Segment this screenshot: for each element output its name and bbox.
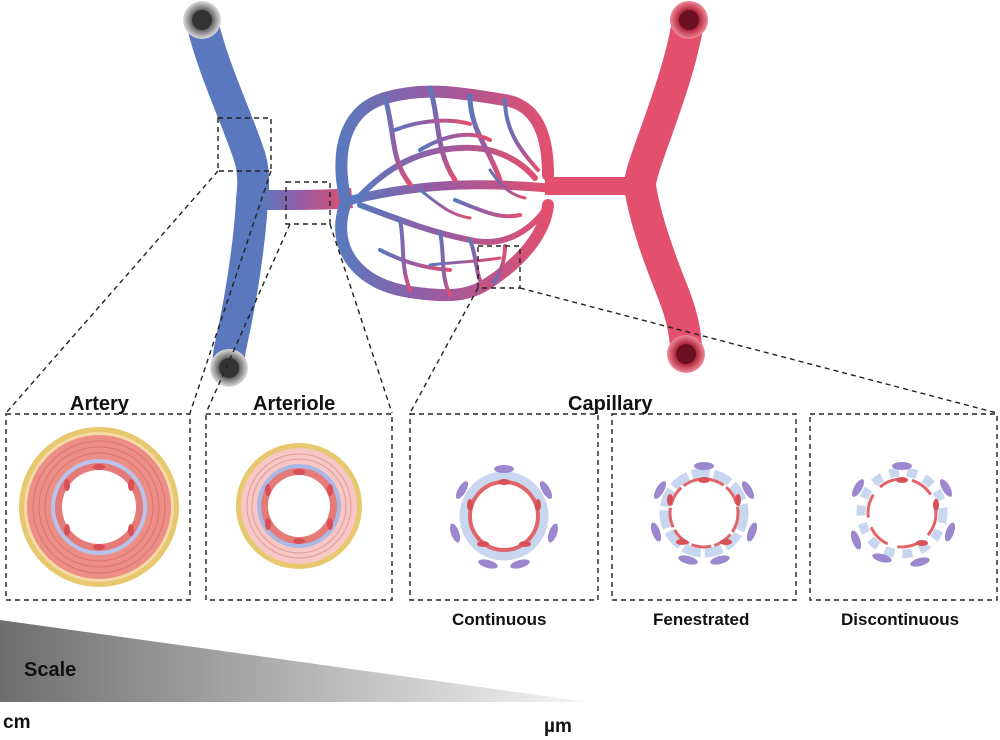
discontinuous-capillary-cross-section: [850, 462, 956, 567]
right-vessel-upper: [624, 6, 704, 202]
capillary-zoom-box: [477, 245, 521, 289]
cross-section-panels: [5, 413, 998, 601]
capillary-network: [335, 85, 554, 302]
left-vessel-upper: [186, 6, 270, 216]
fenestrated-panel: [611, 413, 797, 601]
artery-panel: [5, 413, 191, 601]
continuous-panel: [409, 413, 599, 601]
vessel-tree: [183, 1, 708, 387]
arteriole-branch: [261, 188, 353, 210]
artery-cross-section: [19, 427, 179, 587]
continuous-label: Continuous: [452, 610, 547, 629]
left-vessel-lower: [212, 184, 268, 384]
discontinuous-label: Discontinuous: [841, 610, 960, 629]
arteriole-panel: [205, 413, 393, 601]
arteriole-zoom-box: [285, 181, 331, 225]
zoom-callouts: [5, 117, 998, 414]
scale-right-unit: µm: [544, 716, 572, 737]
arteriole-cross-section: [236, 443, 362, 569]
capillary-label: Capillary: [568, 393, 653, 415]
continuous-capillary-cross-section: [449, 465, 559, 569]
artery-label: Artery: [70, 393, 129, 415]
fenestrated-label: Fenestrated: [653, 610, 750, 629]
scale-left-unit: cm: [3, 712, 31, 733]
right-vessel-lower: [624, 170, 702, 368]
discontinuous-panel: [809, 413, 998, 601]
scale-wedge: [0, 620, 588, 702]
scale-label: Scale: [24, 659, 77, 681]
fenestrated-capillary-cross-section: [650, 462, 758, 565]
arteriole-label: Arteriole: [253, 393, 336, 415]
